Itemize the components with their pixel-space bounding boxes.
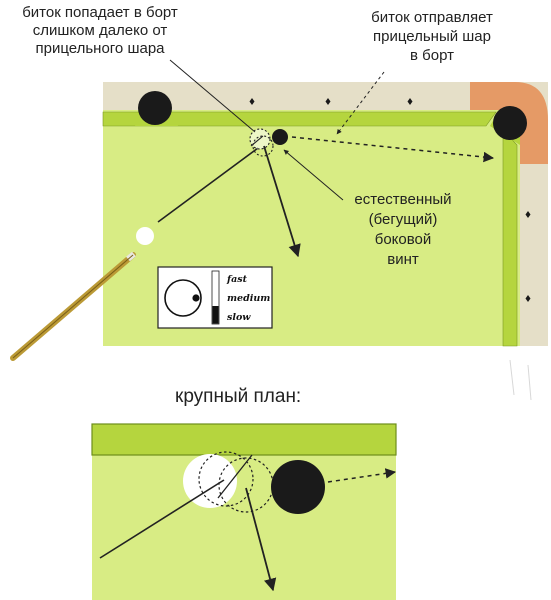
rail-diamond (407, 98, 413, 105)
table-corner-pocket-frame (470, 82, 548, 164)
annotation-natural-english: естественный (бегущий) боковой винт (354, 191, 451, 268)
object-ball-path-arrow (291, 136, 495, 163)
legend-speed-fast: fast (226, 274, 248, 285)
annotation-english-line2: (бегущий) (369, 211, 438, 228)
deflection-line (250, 135, 264, 147)
ghost-ball-rail (252, 135, 274, 157)
background-stroke (509, 359, 515, 396)
closeup-cue-ball (183, 454, 237, 508)
closeup-view (91, 423, 397, 600)
pointer-sends-to-rail (336, 71, 385, 135)
legend-speed-gauge (211, 270, 220, 325)
closeup-cue-path (99, 479, 225, 559)
annotation-english-line1: естественный (354, 191, 451, 208)
closeup-cue-deflection-arrow (245, 487, 277, 592)
top-right-corner-pocket (493, 106, 527, 140)
pointer-miss-too-far (169, 59, 256, 133)
rail-diamond (325, 98, 331, 105)
background-stroke (527, 364, 532, 401)
closeup-object-path-arrow (327, 468, 397, 483)
cue-ball (136, 227, 154, 245)
closeup-object-ball (271, 460, 325, 514)
top-left-pocket (138, 91, 172, 125)
pointer-natural-english (283, 149, 344, 201)
annotation-english-line3: боковой (375, 231, 432, 248)
annotation-miss-line1: биток попадает в борт (22, 4, 178, 21)
spin-speed-legend: fast medium slow (157, 266, 273, 329)
top-cushion (102, 111, 497, 127)
pool-table (102, 82, 548, 347)
legend-contact-point-icon (192, 294, 200, 302)
rail-diamond (249, 98, 255, 105)
legend-cue-ball-icon (164, 279, 202, 317)
rail-diamond (525, 295, 531, 302)
closeup-tangent-line (217, 454, 253, 499)
annotation-miss-line2: слишком далеко от (33, 22, 168, 39)
annotation-english-line4: винт (387, 251, 419, 268)
cue-ball-deflection-arrow (263, 145, 301, 258)
annotation-sends-line1: биток отправляет (371, 9, 493, 26)
object-ball (272, 129, 288, 145)
rail-diamond (525, 211, 531, 218)
right-cushion (502, 129, 518, 347)
annotation-sends-line2: прицельный шар (373, 28, 491, 45)
closeup-title: крупный план: (175, 386, 301, 407)
cue-stick-ferrule-line (12, 254, 134, 359)
annotation-sends-to-rail: биток отправляет прицельный шар в борт (371, 9, 493, 64)
legend-speed-slow: slow (227, 312, 251, 323)
cue-ball-path (157, 147, 259, 223)
legend-speed-medium: medium (227, 293, 270, 304)
closeup-cushion (91, 423, 397, 456)
annotation-miss-too-far: биток попадает в борт слишком далеко от … (22, 4, 178, 57)
annotation-miss-line3: прицельного шара (35, 40, 165, 57)
legend-speed-gauge-fill (212, 306, 219, 324)
closeup-ghost-ball-contact (198, 451, 254, 507)
annotation-sends-line3: в борт (410, 47, 454, 64)
